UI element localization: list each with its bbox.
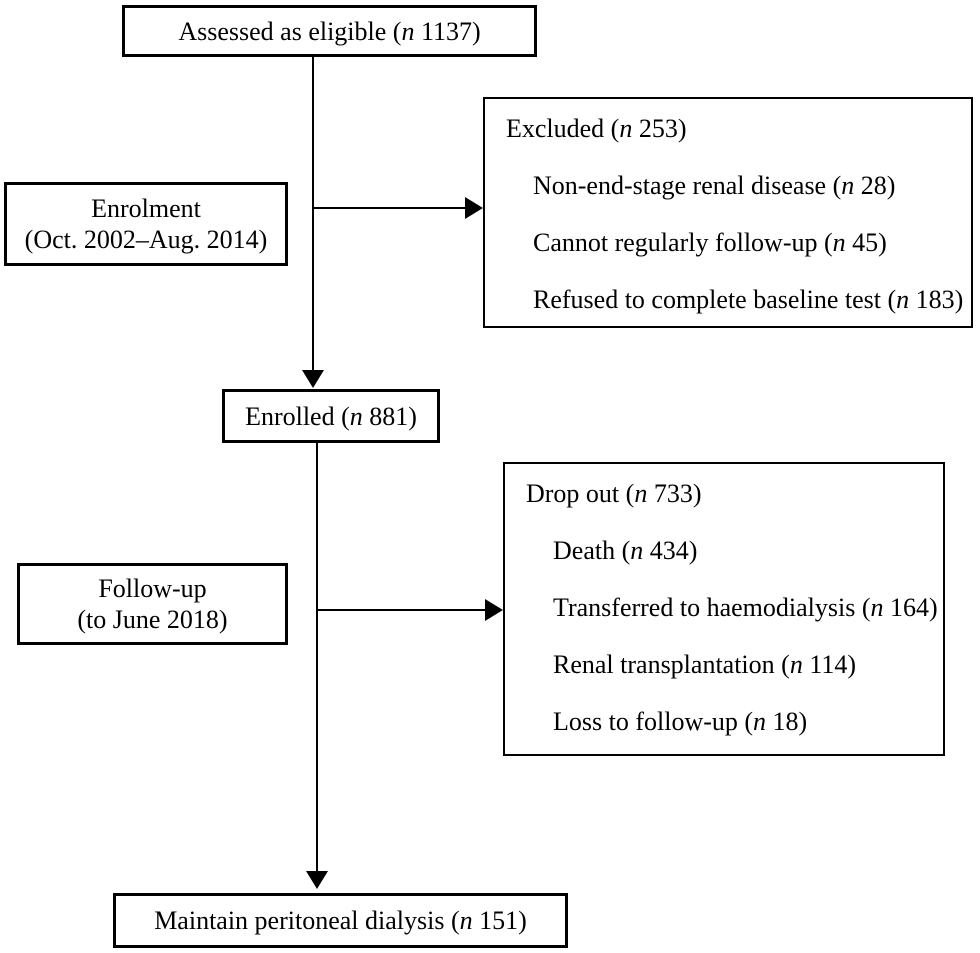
- excluded-item: Refused to complete baseline test (n 183…: [533, 285, 964, 314]
- n-symbol: n: [630, 536, 644, 565]
- excluded-title: Excluded (n 253): [506, 114, 687, 143]
- followup-period-line1: Follow-up: [98, 574, 207, 603]
- dropout-item: Loss to follow-up (n 18): [553, 707, 808, 736]
- maintain-pd-label: Maintain peritoneal dialysis (n 151): [154, 906, 527, 935]
- n-symbol: n: [870, 593, 884, 622]
- n-symbol: n: [401, 16, 415, 46]
- arrow-to-dropout-line: [317, 609, 486, 611]
- n-symbol: n: [789, 650, 803, 679]
- enrolment-period-line1: Enrolment: [91, 194, 201, 223]
- arrow-assessed-to-enrolled-line: [312, 57, 314, 372]
- maintain-pd-box: Maintain peritoneal dialysis (n 151): [113, 893, 568, 948]
- n-symbol: n: [753, 707, 767, 736]
- arrow-to-dropout-head-icon: [485, 599, 503, 621]
- n-symbol: n: [896, 285, 910, 314]
- dropout-box: Drop out (n 733) Death (n 434) Transferr…: [503, 462, 945, 756]
- arrow-assessed-to-enrolled-head-icon: [302, 370, 324, 388]
- arrow-enrolled-to-maintain-head-icon: [306, 871, 328, 889]
- excluded-item: Cannot regularly follow-up (n 45): [533, 228, 887, 257]
- assessed-eligible-label: Assessed as eligible (n 1137): [178, 16, 481, 46]
- n-symbol: n: [832, 228, 846, 257]
- n-symbol: n: [619, 114, 633, 143]
- n-symbol: n: [841, 171, 855, 200]
- arrow-to-excluded-head-icon: [465, 197, 483, 219]
- enrolled-label: Enrolled (n 881): [245, 401, 417, 431]
- followup-period-line2: (to June 2018): [77, 605, 228, 634]
- enrolment-period-box: Enrolment (Oct. 2002–Aug. 2014): [4, 182, 288, 266]
- enrolment-period-line2: (Oct. 2002–Aug. 2014): [24, 225, 268, 254]
- assessed-eligible-box: Assessed as eligible (n 1137): [122, 5, 537, 57]
- dropout-item: Renal transplantation (n 114): [553, 650, 857, 679]
- arrow-to-excluded-line: [313, 207, 466, 209]
- n-symbol: n: [349, 401, 363, 431]
- excluded-box: Excluded (n 253) Non-end-stage renal dis…: [483, 97, 973, 328]
- dropout-item: Transferred to haemodialysis (n 164): [553, 593, 938, 622]
- excluded-item: Non-end-stage renal disease (n 28): [533, 171, 896, 200]
- arrow-enrolled-to-maintain-line: [316, 443, 318, 873]
- followup-period-box: Follow-up (to June 2018): [17, 563, 288, 645]
- enrolled-box: Enrolled (n 881): [222, 389, 440, 443]
- n-symbol: n: [634, 479, 648, 508]
- dropout-item: Death (n 434): [553, 536, 698, 565]
- dropout-title: Drop out (n 733): [526, 479, 702, 508]
- n-symbol: n: [459, 906, 473, 935]
